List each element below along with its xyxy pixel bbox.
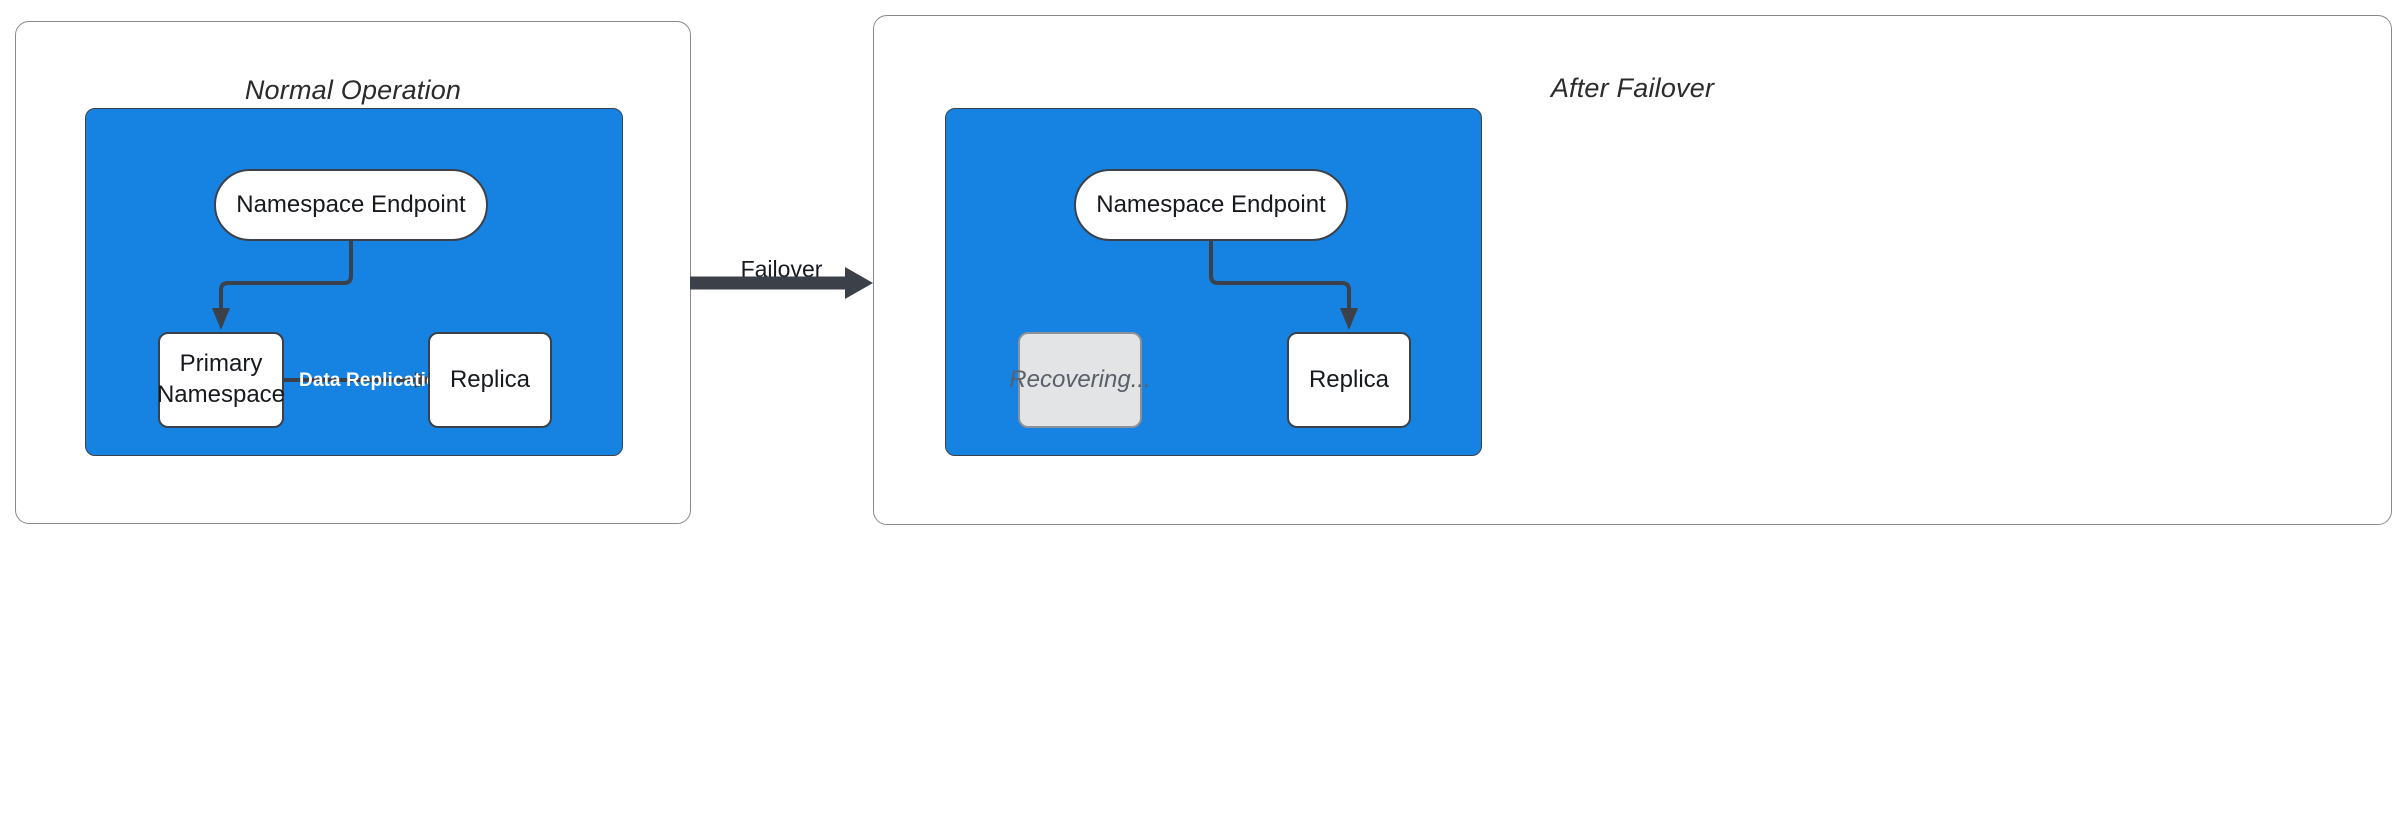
arrowhead-right-large-icon [845,267,873,299]
arrowhead-right-icon [415,372,434,388]
arrowhead-down-icon [1340,308,1358,330]
replica-node-normal[interactable]: Replica [428,332,552,428]
failover-transition-arrow [690,267,873,299]
replica-label-normal: Replica [449,365,531,393]
edge-endpoint-to-replica [1209,241,1358,330]
panel-title-after-failover: After Failover [1550,73,1715,103]
primary-namespace-node[interactable]: Primary Namespace [157,332,285,428]
panel-normal-operation: Normal Operation Namespace Endpoint Prim… [15,21,691,524]
primary-namespace-label-line2: Namespace [156,381,286,408]
data-replication-label: Data Replication [299,370,450,391]
namespace-endpoint-label: Namespace Endpoint [236,191,466,218]
recovering-label: Recovering... [1009,365,1151,393]
cluster-region-failover: Namespace Endpoint Recovering... Replica [945,108,1482,456]
cluster-region-normal: Namespace Endpoint Primary Namespace Dat… [85,108,623,456]
edge-data-replication [284,372,434,388]
replica-node-failover[interactable]: Replica [1287,332,1411,428]
arrowhead-down-icon [212,308,230,330]
edge-endpoint-to-primary [212,241,353,330]
primary-namespace-label: Primary Namespace [157,349,285,410]
namespace-endpoint-label-failover: Namespace Endpoint [1096,191,1326,218]
primary-namespace-label-line1: Primary [179,350,263,378]
recovering-node[interactable]: Recovering... [1009,332,1151,428]
panel-title-normal-operation: Normal Operation [244,75,462,105]
panel-after-failover: After Failover Namespace Endpoint Recove… [873,15,2392,525]
namespace-endpoint-node-failover[interactable]: Namespace Endpoint [1074,169,1348,241]
namespace-endpoint-node-normal[interactable]: Namespace Endpoint [214,169,488,241]
replica-label-failover: Replica [1308,365,1390,393]
